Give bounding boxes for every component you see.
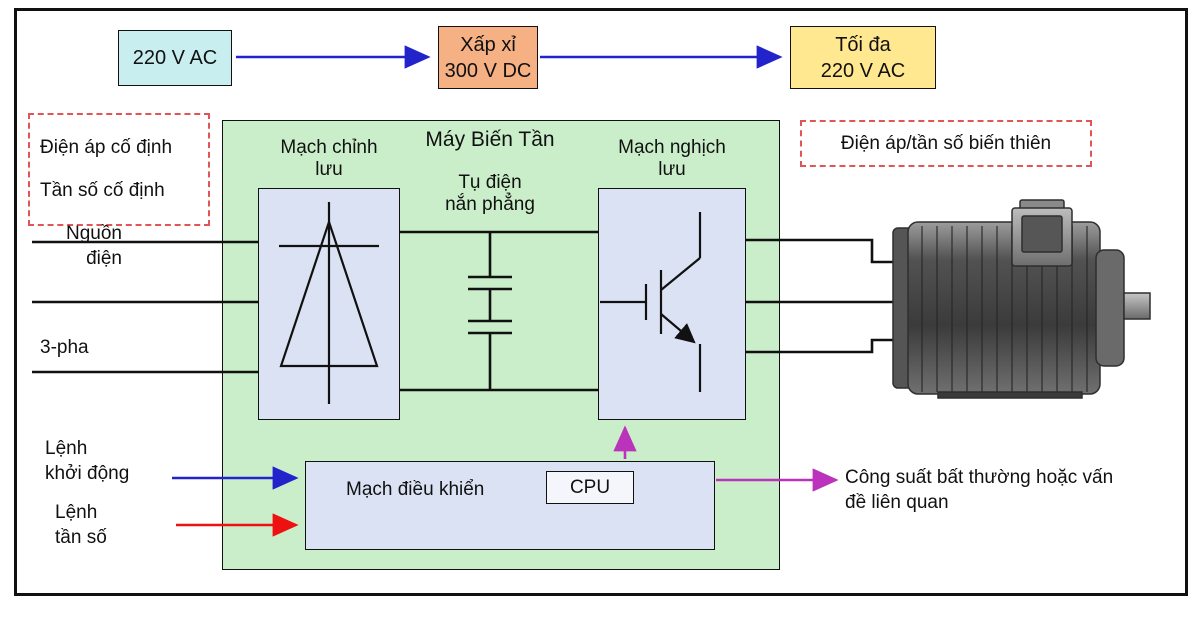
fixed-frequency-label: Tần số cố định — [40, 180, 165, 202]
power-source-label: Nguồn điện — [66, 223, 122, 269]
fixed-voltage-annotation: Điện áp cố định Tần số cố định — [28, 113, 210, 226]
frequency-command-label: Lệnh tần số — [55, 502, 107, 548]
capacitor-label: Tụ điện nắn phẳng — [445, 172, 535, 216]
output-voltage-box: Tối đa 220 V AC — [790, 26, 936, 89]
rectifier-label: Mạch chỉnh lưu — [280, 137, 378, 181]
inverter-title: Máy Biến Tần — [425, 128, 555, 151]
diagram-frame — [14, 8, 1188, 596]
three-phase-label: 3-pha — [40, 337, 89, 358]
fault-output-label: Công suất bất thường hoặc vấn đề liên qu… — [845, 467, 1114, 513]
variable-output-annotation: Điện áp/tần số biến thiên — [800, 120, 1092, 167]
inverter-circuit-label: Mạch nghịch lưu — [618, 137, 726, 181]
start-command-label: Lệnh khởi động — [45, 438, 130, 484]
control-circuit-box: Mạch điều khiển CPU — [305, 461, 715, 550]
dc-link-box: Xấp xỉ 300 V DC — [438, 26, 538, 89]
cpu-box: CPU — [546, 471, 634, 504]
inverter-circuit-box — [598, 188, 746, 420]
fixed-voltage-label: Điện áp cố định — [40, 136, 173, 158]
rectifier-box — [258, 188, 400, 420]
input-voltage-box: 220 V AC — [118, 30, 232, 86]
control-circuit-label: Mạch điều khiển — [346, 479, 485, 500]
